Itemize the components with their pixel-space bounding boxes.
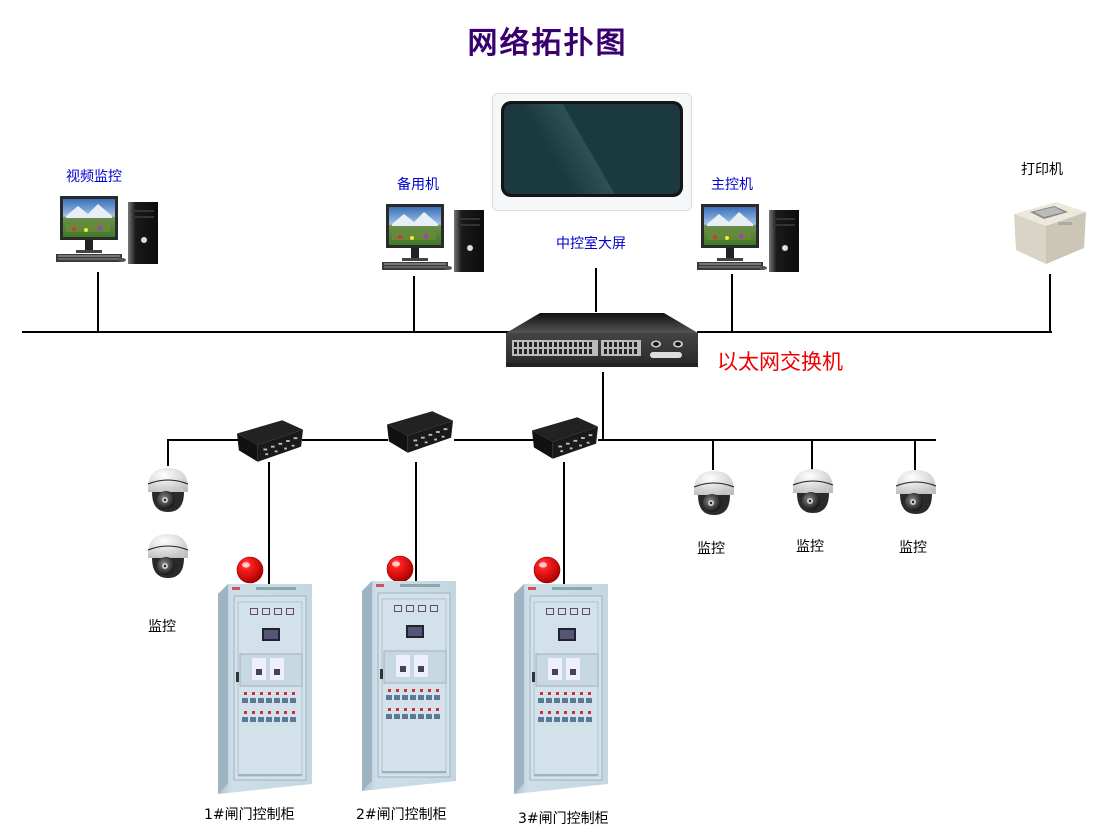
right-camera-2-label: 监控 (796, 539, 824, 555)
alarm-lamp-icon (386, 555, 414, 583)
printer-icon[interactable] (1008, 196, 1088, 266)
right-camera-1-label: 监控 (697, 541, 725, 557)
dome-camera-icon[interactable] (146, 532, 190, 582)
cabinet-3-label: 3#闸门控制柜 (518, 811, 609, 827)
core-switch-label: 以太网交换机 (717, 350, 843, 374)
alarm-lamp-icon (533, 556, 561, 584)
control-cabinet-icon[interactable] (218, 584, 312, 794)
dome-camera-icon[interactable] (894, 468, 938, 518)
large-display-icon[interactable] (492, 93, 692, 211)
dome-camera-icon[interactable] (692, 469, 736, 519)
left-cameras-label: 监控 (148, 619, 176, 635)
control-cabinet-icon[interactable] (362, 581, 456, 791)
desktop-pc-icon[interactable] (56, 196, 160, 268)
control-cabinet-icon[interactable] (514, 584, 608, 794)
backup-pc-label: 备用机 (397, 177, 439, 193)
printer-label: 打印机 (1021, 162, 1063, 178)
dome-camera-icon[interactable] (791, 467, 835, 517)
video-monitor-pc-label: 视频监控 (66, 169, 122, 185)
diagram-title: 网络拓扑图 (467, 26, 628, 61)
control-room-screen-label: 中控室大屏 (556, 236, 626, 252)
right-camera-3-label: 监控 (899, 540, 927, 556)
field-switch-icon[interactable] (387, 408, 453, 456)
desktop-pc-icon[interactable] (382, 204, 486, 276)
cabinet-2-label: 2#闸门控制柜 (356, 807, 447, 823)
desktop-pc-icon[interactable] (697, 204, 801, 276)
field-switch-icon[interactable] (532, 414, 598, 462)
cabinet-1-label: 1#闸门控制柜 (204, 807, 295, 823)
dome-camera-icon[interactable] (146, 466, 190, 516)
main-control-pc-label: 主控机 (711, 177, 753, 193)
field-switch-icon[interactable] (237, 418, 303, 464)
ethernet-switch-icon[interactable] (506, 313, 698, 369)
alarm-lamp-icon (236, 556, 264, 584)
